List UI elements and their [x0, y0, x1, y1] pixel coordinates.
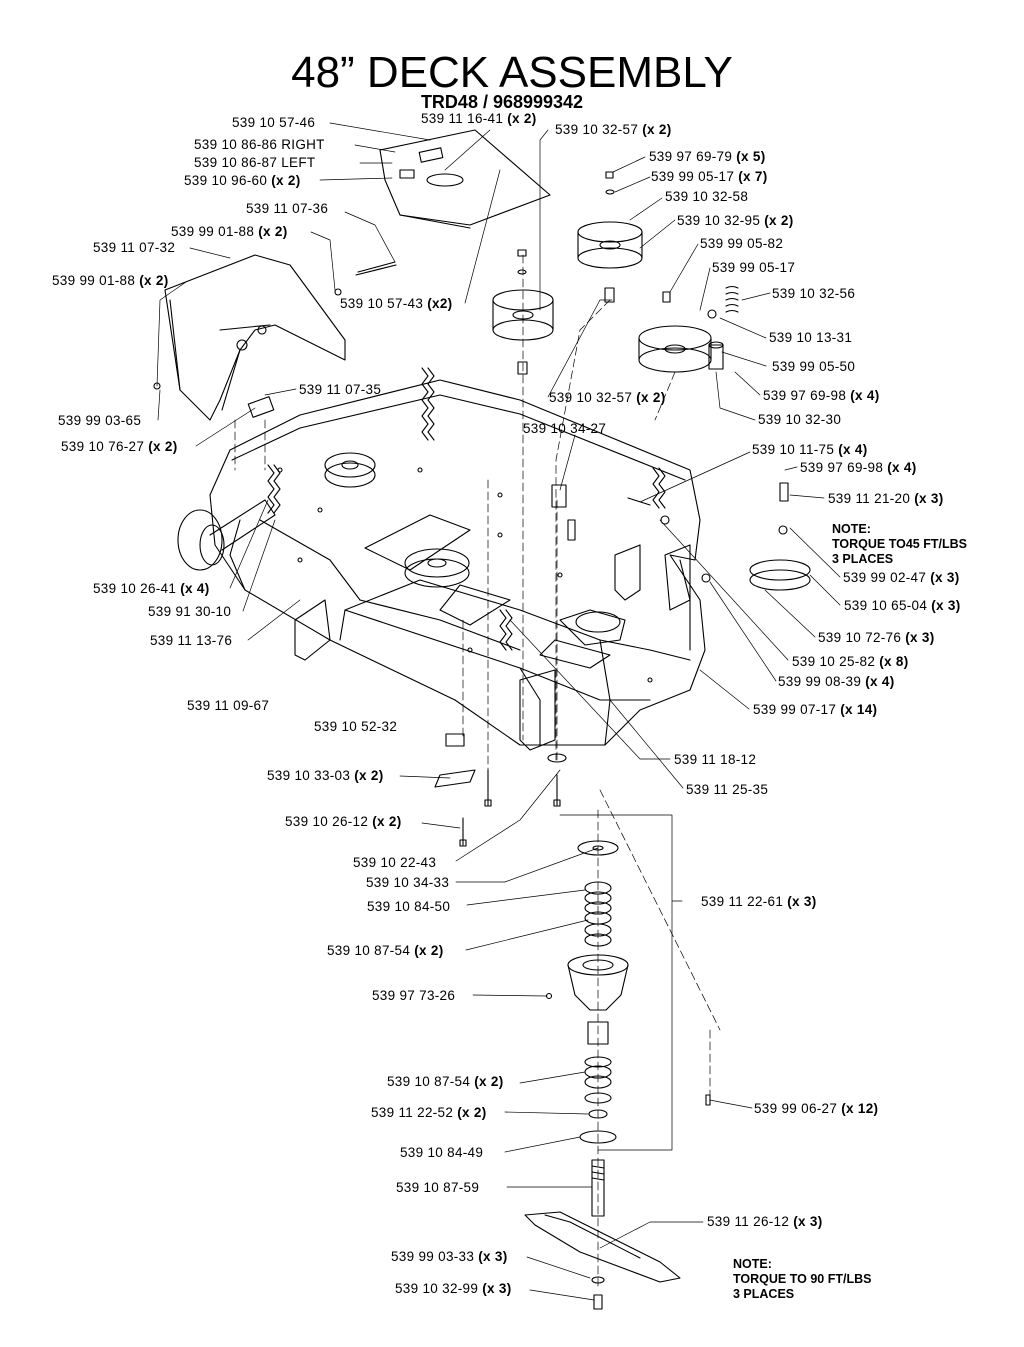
part-label: 539 10 33-03 (x 2) [267, 768, 384, 783]
part-label: 539 10 86-86 RIGHT [194, 137, 325, 152]
part-label: 539 10 72-76 (x 3) [818, 630, 935, 645]
part-label: 539 11 22-61 (x 3) [701, 894, 817, 909]
part-label: 539 11 18-12 [674, 752, 757, 767]
part-label: 539 99 01-88 (x 2) [171, 224, 288, 239]
part-label: 539 10 32-30 [758, 412, 842, 427]
gauge-wheel [177, 499, 276, 571]
part-label: 539 10 25-82 (x 8) [792, 654, 909, 669]
torque-note-45: NOTE: TORQUE TO45 FT/LBS 3 PLACES [832, 522, 967, 566]
mower-blade [524, 1211, 681, 1283]
part-label: 539 10 87-59 [396, 1180, 480, 1195]
part-label: 539 11 25-35 [686, 782, 769, 797]
part-label: 539 10 26-41 (x 4) [93, 581, 210, 596]
part-label: 539 10 32-99 (x 3) [395, 1281, 512, 1296]
part-label: 539 11 07-36 [246, 201, 329, 216]
part-label: 539 10 11-75 (x 4) [752, 442, 868, 457]
part-label: 539 97 69-98 (x 4) [763, 388, 880, 403]
part-label: 539 11 26-12 (x 3) [707, 1214, 823, 1229]
part-label: 539 11 22-52 (x 2) [371, 1105, 487, 1120]
part-label: 539 11 07-32 [93, 240, 176, 255]
part-label: 539 99 02-47 (x 3) [843, 570, 960, 585]
part-label: 539 99 05-17 [712, 260, 796, 275]
part-label: 539 10 32-58 [665, 189, 749, 204]
part-label: 539 99 05-82 [700, 236, 784, 251]
part-label: 539 99 01-88 (x 2) [52, 273, 169, 288]
part-label: 539 10 87-54 (x 2) [387, 1074, 504, 1089]
belt-shield [164, 254, 346, 421]
part-label: 539 10 32-95 (x 2) [677, 213, 794, 228]
part-label: 539 10 65-04 (x 3) [844, 598, 961, 613]
torque-note-90: NOTE: TORQUE TO 90 FT/LBS 3 PLACES [733, 1257, 872, 1301]
part-label: 539 99 06-27 (x 12) [754, 1101, 879, 1116]
part-label: 539 99 05-17 (x 7) [651, 169, 768, 184]
tension-pulley [638, 285, 739, 373]
part-label: 539 10 84-49 [400, 1145, 484, 1160]
part-label: 539 10 86-87 LEFT [194, 155, 316, 170]
part-label: 539 97 69-98 (x 4) [800, 460, 917, 475]
part-label: 539 97 73-26 [372, 988, 456, 1003]
part-label: 539 11 13-76 [150, 633, 233, 648]
idler-pulley-right [577, 171, 643, 303]
part-label: 539 99 03-65 [58, 413, 142, 428]
part-label: 539 11 07-35 [299, 382, 382, 397]
part-label: 539 10 34-33 [366, 875, 450, 890]
part-label: 539 10 32-57 (x 2) [549, 390, 666, 405]
deck-pulleys [324, 452, 470, 588]
part-label: 539 99 07-17 (x 14) [753, 702, 878, 717]
part-label: 539 99 05-50 [772, 359, 856, 374]
part-label: 539 10 57-43 (x2) [340, 296, 453, 311]
part-label: 539 99 03-33 (x 3) [391, 1249, 508, 1264]
part-label: 539 11 09-67 [187, 698, 270, 713]
part-label: 539 91 30-10 [148, 604, 232, 619]
part-label: 539 10 34-27 [523, 421, 607, 436]
part-label: 539 10 84-50 [367, 899, 451, 914]
part-label: 539 10 26-12 (x 2) [285, 814, 402, 829]
part-label: 539 10 32-56 [772, 286, 856, 301]
part-label: 539 10 76-27 (x 2) [61, 439, 178, 454]
deck-shell [209, 379, 706, 746]
part-label: 539 10 57-46 [232, 115, 316, 130]
part-label: 539 10 87-54 (x 2) [327, 943, 444, 958]
page-title: 48” DECK ASSEMBLY [291, 48, 733, 97]
part-label: 539 10 22-43 [353, 855, 437, 870]
part-label: 539 10 32-57 (x 2) [555, 122, 672, 137]
page-subtitle: TRD48 / 968999342 [420, 92, 584, 112]
part-label: 539 11 16-41 (x 2) [421, 111, 537, 126]
part-label: 539 99 08-39 (x 4) [778, 674, 895, 689]
part-label: 539 10 52-32 [314, 719, 398, 734]
chains [267, 367, 666, 651]
top-cover [379, 129, 551, 229]
part-label: 539 97 69-79 (x 5) [649, 149, 766, 164]
part-label: 539 10 13-31 [769, 330, 853, 345]
part-label: 539 10 96-60 (x 2) [184, 173, 301, 188]
part-label: 539 11 21-20 (x 3) [828, 491, 944, 506]
